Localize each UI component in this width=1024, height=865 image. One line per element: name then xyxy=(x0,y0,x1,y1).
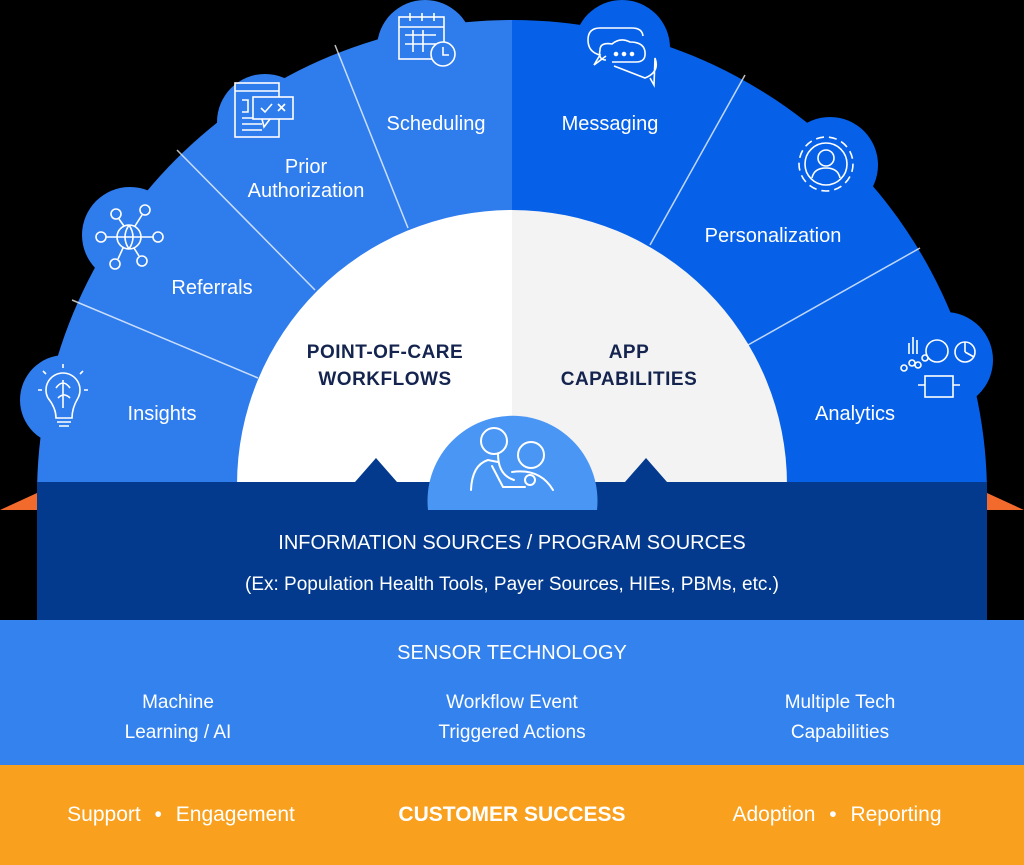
engagement-label: Engagement xyxy=(175,803,295,826)
adoption-label: Adoption xyxy=(732,803,816,826)
sensor-technology-title: SENSOR TECHNOLOGY xyxy=(397,642,627,664)
orange-accent-right xyxy=(987,493,1024,510)
customer-success-band xyxy=(0,765,1024,865)
workflows-title-line2: WORKFLOWS xyxy=(318,369,452,390)
orange-accent-left xyxy=(0,493,37,510)
referrals-bump xyxy=(82,187,178,283)
workflow-scheduling-label: Scheduling xyxy=(386,113,486,135)
capabilities-title: APP CAPABILITIES xyxy=(561,339,698,393)
sensor-item-line2: Capabilities xyxy=(790,722,890,743)
sensor-item-ml-ai: Machine Learning / AI xyxy=(125,688,232,748)
calendar-clock-icon xyxy=(398,13,456,67)
network-globe-icon xyxy=(95,204,164,270)
bullet-separator: • xyxy=(154,803,162,826)
info-sources-subtitle: (Ex: Population Health Tools, Payer Sour… xyxy=(245,574,779,595)
sensor-item-workflow-event: Workflow Event Triggered Actions xyxy=(438,688,585,748)
support-label: Support xyxy=(67,803,141,826)
sensor-technology-band xyxy=(0,620,1024,765)
sensor-item-line1: Workflow Event xyxy=(446,692,578,713)
capabilities-title-line2: CAPABILITIES xyxy=(560,369,698,390)
workflow-referrals-label: Referrals xyxy=(171,277,253,299)
customer-success-left: Support • Engagement xyxy=(67,803,295,827)
analytics-charts-icon xyxy=(900,337,976,398)
reporting-label: Reporting xyxy=(850,803,942,826)
gear-user-icon xyxy=(798,136,854,192)
scheduling-bump xyxy=(377,0,473,96)
customer-success-title: CUSTOMER SUCCESS xyxy=(398,803,626,826)
sensor-item-line1: Multiple Tech xyxy=(784,692,896,713)
center-circle xyxy=(427,415,598,510)
segment-dividers xyxy=(71,44,921,379)
doctor-patient-icon xyxy=(470,427,554,491)
capability-analytics-label: Analytics xyxy=(814,403,896,425)
brain-lightbulb-icon xyxy=(38,364,88,427)
capability-messaging-label: Messaging xyxy=(561,113,659,135)
sensor-item-line1: Machine xyxy=(142,692,214,713)
capabilities-title-line1: APP xyxy=(608,342,650,363)
sensor-item-multiple-tech: Multiple Tech Capabilities xyxy=(785,688,896,748)
info-band-top xyxy=(37,458,987,620)
analytics-bump xyxy=(897,312,993,408)
inner-capabilities xyxy=(512,210,787,485)
prior-auth-line1: Prior xyxy=(284,156,328,178)
workflows-title: POINT-OF-CARE WORKFLOWS xyxy=(307,339,463,393)
workflows-title-line1: POINT-OF-CARE xyxy=(306,342,464,363)
prior-auth-line2: Authorization xyxy=(247,180,365,202)
bullet-separator: • xyxy=(829,803,837,826)
messaging-bump xyxy=(574,0,670,96)
capability-personalization-label: Personalization xyxy=(704,225,842,247)
chat-bubbles-icon xyxy=(587,27,658,88)
customer-success-right: Adoption • Reporting xyxy=(732,803,941,827)
sensor-item-line2: Learning / AI xyxy=(124,722,232,743)
workflow-insights-label: Insights xyxy=(127,403,197,425)
info-sources-title: INFORMATION SOURCES / PROGRAM SOURCES xyxy=(278,532,746,554)
document-approval-icon xyxy=(234,82,294,138)
sensor-item-line2: Triggered Actions xyxy=(438,722,586,743)
insights-bump xyxy=(20,355,110,445)
inner-workflows xyxy=(237,210,512,485)
workflow-prior-authorization-label: Prior Authorization xyxy=(248,155,365,203)
